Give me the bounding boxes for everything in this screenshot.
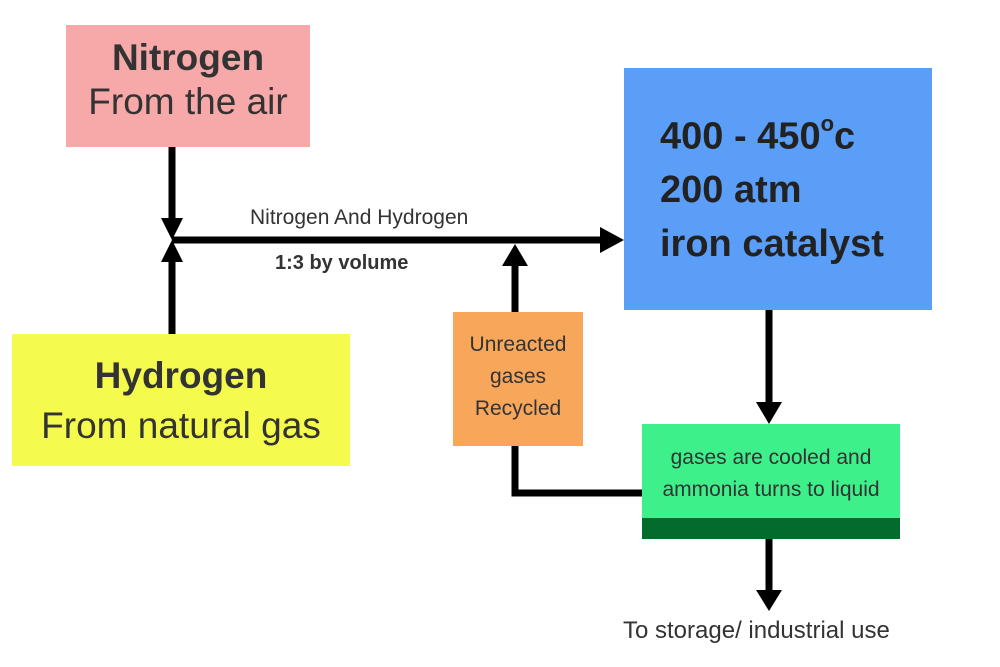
cooler-line-2: ammonia turns to liquid xyxy=(662,478,880,501)
temperature-unit: c xyxy=(834,115,856,158)
hydrogen-title: Hydrogen xyxy=(94,355,268,396)
mixture-label: Nitrogen And Hydrogen xyxy=(250,206,469,229)
recycle-line-1: Unreacted xyxy=(469,333,567,356)
temperature-value: 400 - 450 xyxy=(660,115,821,158)
reaction-conditions-box: 400 - 450oc 200 atm iron catalyst xyxy=(624,68,932,310)
degree-symbol: o xyxy=(820,111,835,136)
hydrogen-subtitle: From natural gas xyxy=(41,405,321,446)
temperature-line: 400 - 450oc xyxy=(660,111,856,159)
recycle-line-2: gases xyxy=(489,365,547,388)
nitrogen-source-box: Nitrogen From the air xyxy=(66,25,310,147)
cooling-box: gases are cooled and ammonia turns to li… xyxy=(642,424,900,518)
hydrogen-arrowhead xyxy=(161,240,183,262)
cooler-arrowhead xyxy=(756,402,782,424)
recycle-arrowhead xyxy=(502,244,528,266)
recycle-box: Unreacted gases Recycled xyxy=(453,312,583,446)
recycle-line-3: Recycled xyxy=(474,397,562,420)
pressure-line: 200 atm xyxy=(660,169,802,211)
output-arrowhead xyxy=(756,590,782,611)
cooler-line-1: gases are cooled and xyxy=(670,446,872,469)
recycle-return-line xyxy=(511,446,642,497)
nitrogen-subtitle: From the air xyxy=(88,81,288,122)
mixture-arrowhead xyxy=(600,227,624,253)
nitrogen-arrowhead xyxy=(161,218,183,240)
ratio-label: 1:3 by volume xyxy=(275,252,409,274)
hydrogen-source-box: Hydrogen From natural gas xyxy=(12,334,350,466)
output-label: To storage/ industrial use xyxy=(623,617,890,644)
liquid-ammonia-bar xyxy=(642,518,900,539)
catalyst-line: iron catalyst xyxy=(660,223,884,265)
nitrogen-title: Nitrogen xyxy=(111,37,265,78)
